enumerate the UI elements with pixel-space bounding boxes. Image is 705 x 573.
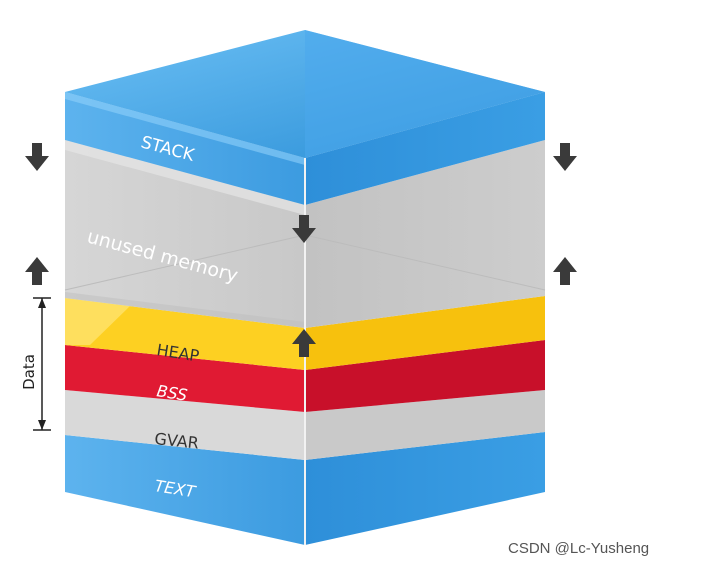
data-bracket-label: Data bbox=[20, 354, 38, 390]
stack-layer bbox=[65, 92, 545, 205]
arrow-down-icon bbox=[25, 143, 49, 171]
arrow-up-icon bbox=[292, 329, 316, 357]
arrow-up-icon bbox=[553, 257, 577, 285]
arrow-up-icon bbox=[25, 257, 49, 285]
heap-layer bbox=[65, 296, 545, 370]
gvar-layer bbox=[65, 390, 545, 460]
arrow-down-icon bbox=[553, 143, 577, 171]
gvar-label: GVAR bbox=[154, 429, 200, 453]
data-bracket bbox=[33, 297, 51, 431]
watermark: CSDN @Lc-Yusheng bbox=[508, 540, 650, 557]
unused-memory-layer bbox=[64, 140, 546, 328]
bss-layer bbox=[65, 340, 545, 412]
text-layer bbox=[65, 432, 545, 545]
arrow-down-icon bbox=[292, 215, 316, 243]
bss-label: BSS bbox=[155, 381, 188, 405]
